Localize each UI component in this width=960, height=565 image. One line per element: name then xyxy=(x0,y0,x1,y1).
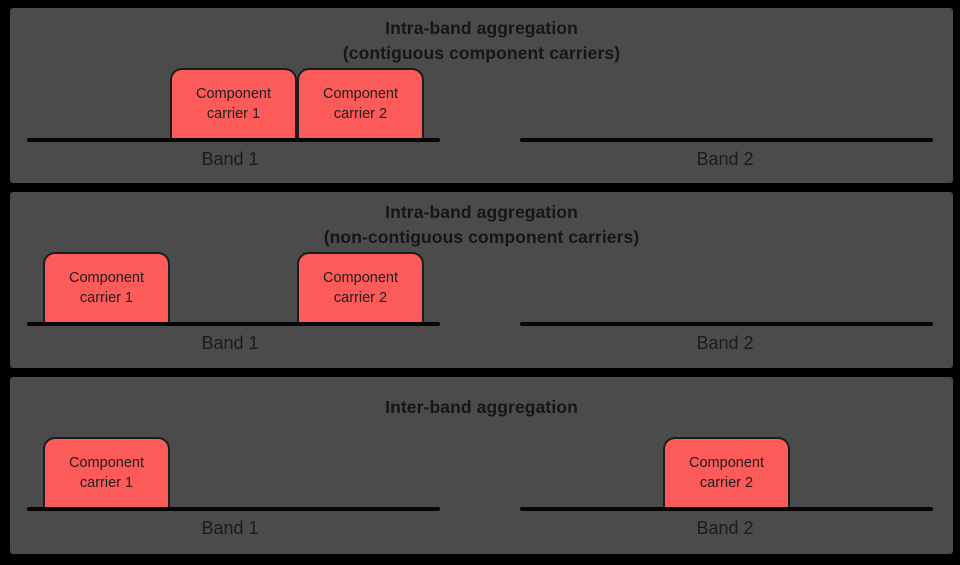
panel-title-line2: (contiguous component carriers) xyxy=(342,43,621,63)
component-carrier-box: Component carrier 1 xyxy=(170,68,297,138)
band-1-label: Band 1 xyxy=(201,333,259,353)
panel-intra-band-contiguous: Intra-band aggregation (contiguous compo… xyxy=(10,8,953,183)
component-carrier-label: Component carrier 2 xyxy=(323,270,398,306)
panel-inter-band: Inter-band aggregation Component carrier… xyxy=(10,377,953,554)
component-carrier-box: Component carrier 2 xyxy=(663,437,790,507)
component-carrier-label: Component carrier 1 xyxy=(196,86,271,122)
band-1-label: Band 1 xyxy=(201,149,259,169)
band-2-line xyxy=(520,507,933,511)
band-2-label: Band 2 xyxy=(696,518,754,538)
band-2-label: Band 2 xyxy=(696,333,754,353)
panel-title-line1: Intra-band aggregation xyxy=(385,202,578,222)
component-carrier-label: Component carrier 2 xyxy=(323,86,398,122)
band-1-line xyxy=(27,507,440,511)
band-1-line xyxy=(27,138,440,142)
panel-title-line2: (non-contiguous component carriers) xyxy=(323,227,640,247)
band-2-line xyxy=(520,138,933,142)
component-carrier-box: Component carrier 2 xyxy=(297,252,424,322)
component-carrier-label: Component carrier 1 xyxy=(69,455,144,491)
panel-title: Intra-band aggregation (contiguous compo… xyxy=(10,16,953,66)
component-carrier-box: Component carrier 2 xyxy=(297,68,424,138)
component-carrier-box: Component carrier 1 xyxy=(43,437,170,507)
band-1-line xyxy=(27,322,440,326)
band-1-label: Band 1 xyxy=(201,518,259,538)
component-carrier-box: Component carrier 1 xyxy=(43,252,170,322)
panel-title: Inter-band aggregation xyxy=(10,395,953,420)
component-carrier-label: Component carrier 1 xyxy=(69,270,144,306)
component-carrier-label: Component carrier 2 xyxy=(689,455,764,491)
panel-title-line1: Intra-band aggregation xyxy=(385,18,578,38)
band-2-label: Band 2 xyxy=(696,149,754,169)
band-2-line xyxy=(520,322,933,326)
panel-title-line1: Inter-band aggregation xyxy=(385,397,578,417)
panel-title: Intra-band aggregation (non-contiguous c… xyxy=(10,200,953,250)
panel-intra-band-non-contiguous: Intra-band aggregation (non-contiguous c… xyxy=(10,192,953,368)
